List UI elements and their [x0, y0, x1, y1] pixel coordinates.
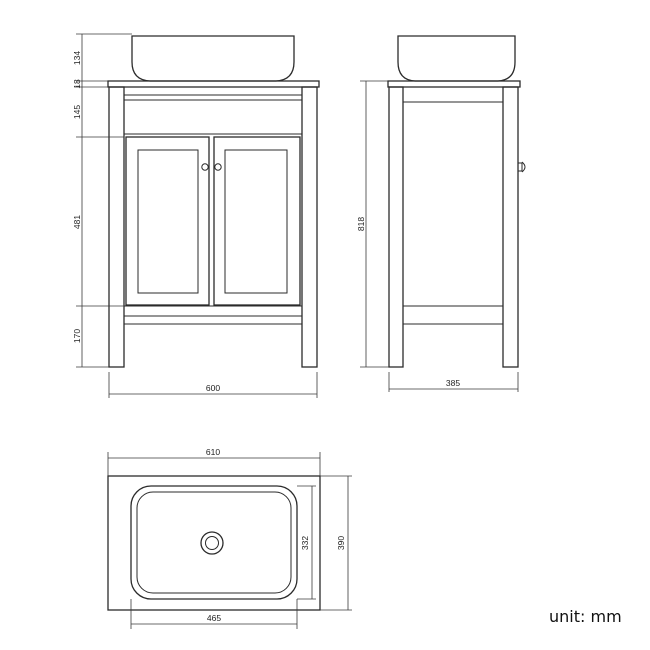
unit-label: unit: mm	[549, 607, 622, 626]
dim-inner-width: 465	[207, 613, 221, 623]
right-door-panel	[224, 149, 288, 294]
left-door	[125, 136, 210, 306]
side-countertop	[387, 80, 521, 88]
front-countertop	[107, 80, 320, 88]
basin-top-view	[107, 475, 321, 611]
side-depth-dimension: 385	[388, 372, 519, 392]
side-basin	[397, 35, 516, 82]
dim-basin-height: 134	[72, 51, 82, 65]
front-height-dimensions: 134 18 145 481 170	[72, 33, 132, 368]
front-width-dimension: 600	[108, 372, 318, 398]
front-basin	[131, 35, 295, 82]
dim-drawer-panel: 145	[72, 105, 82, 119]
basin-inner-width-dimension: 465	[130, 599, 298, 629]
dim-width: 600	[206, 383, 220, 393]
basin-width-dimension: 610	[107, 447, 321, 476]
front-door-frame	[123, 133, 303, 307]
side-height-dimension: 818	[356, 80, 389, 368]
left-door-panel	[137, 149, 199, 294]
dim-total-height: 818	[356, 217, 366, 231]
front-right-leg	[301, 86, 318, 368]
side-knob-icon	[517, 162, 523, 172]
dim-top-thickness: 18	[72, 79, 82, 89]
dim-inner-depth: 332	[300, 536, 310, 550]
basin-inner-depth-dimension: 332	[297, 485, 316, 600]
dim-outer-depth: 390	[336, 536, 346, 550]
left-knob-icon	[201, 163, 209, 171]
dim-outer-width: 610	[206, 447, 220, 457]
drain-inner-icon	[205, 536, 219, 550]
dim-depth: 385	[446, 378, 460, 388]
front-left-leg	[108, 86, 125, 368]
dim-leg-height: 170	[72, 329, 82, 343]
basin-bowl-inner	[136, 491, 292, 594]
side-front-leg	[388, 86, 404, 368]
basin-outer-rim	[107, 475, 321, 611]
right-knob-icon	[214, 163, 222, 171]
front-view	[107, 35, 320, 368]
drain-outer-icon	[200, 531, 224, 555]
side-view	[387, 35, 526, 368]
dim-door-height: 481	[72, 215, 82, 229]
basin-bowl-outer	[130, 485, 298, 600]
right-door	[213, 136, 301, 306]
basin-depth-dimension: 390	[320, 475, 352, 611]
side-back-leg	[502, 86, 519, 368]
